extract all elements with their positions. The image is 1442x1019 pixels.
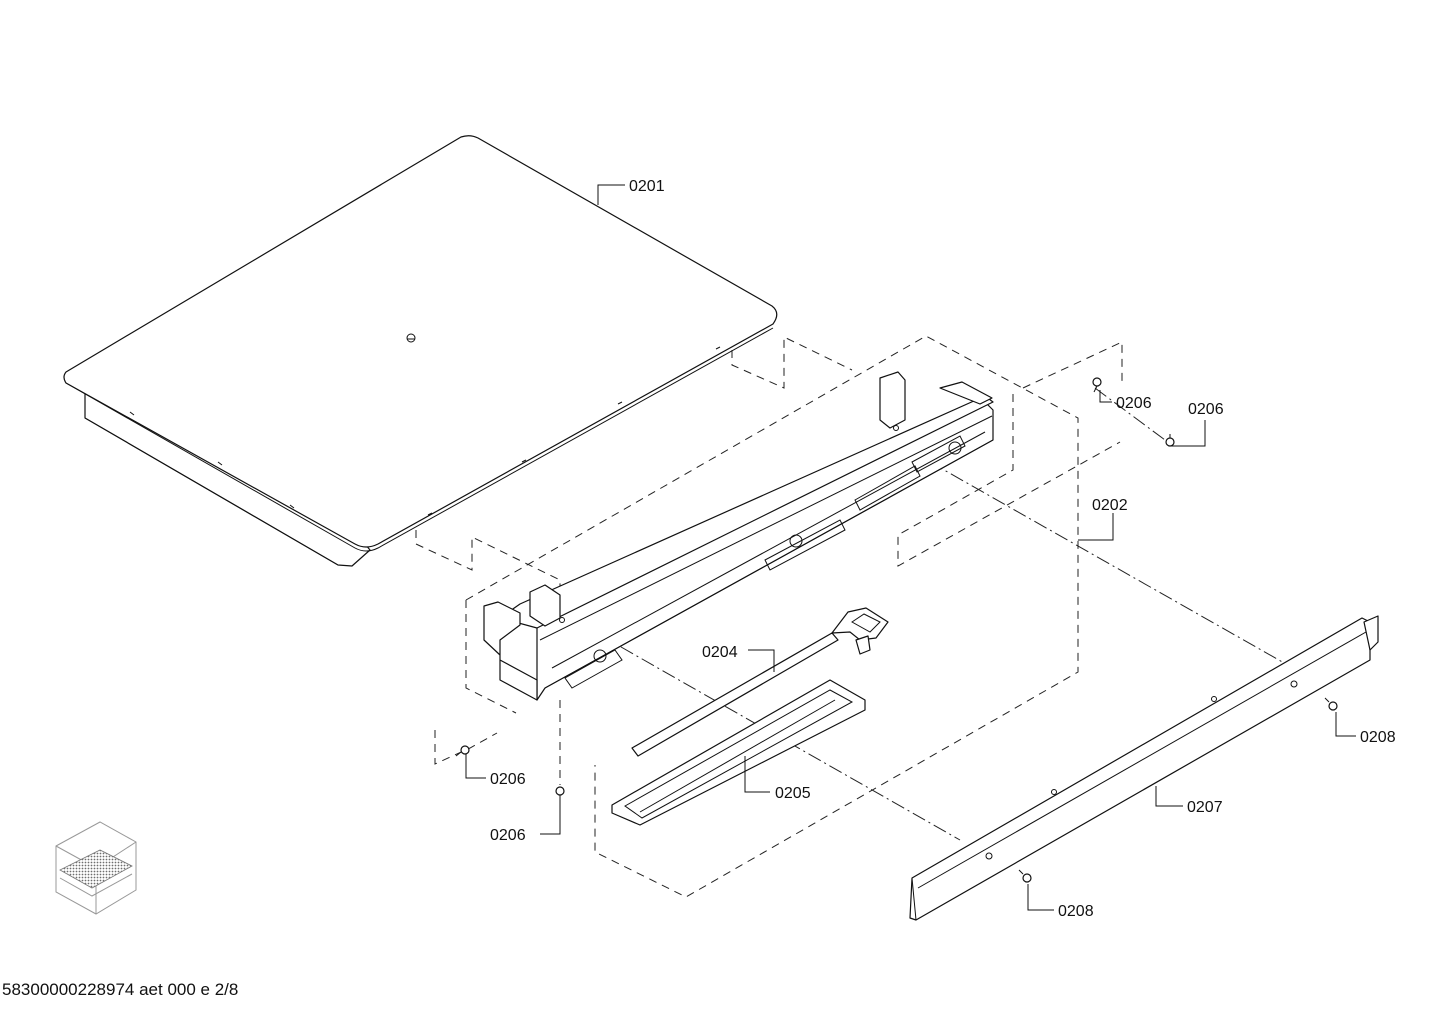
screw-icon [1092, 377, 1102, 393]
callout-0201: 0201 [629, 178, 665, 195]
profile-strip-part [611, 679, 866, 826]
trim-strip-part [909, 615, 1379, 921]
orientation-cube-icon [55, 821, 137, 915]
sensor-cable-part [631, 607, 889, 757]
callout-leaders [465, 184, 1356, 911]
callout-0206-bottom: 0206 [490, 827, 526, 844]
callout-0202: 0202 [1092, 497, 1128, 514]
screw-icon [1165, 434, 1175, 447]
screw-icon [555, 786, 565, 800]
callout-0208-right: 0208 [1360, 729, 1396, 746]
callout-0206-upper-right: 0206 [1188, 401, 1224, 418]
callout-0204: 0204 [702, 644, 738, 661]
screw-icon [1018, 869, 1032, 883]
callout-0206-upper-left: 0206 [1116, 395, 1152, 412]
callout-0206-lower-left: 0206 [490, 771, 526, 788]
screw-icon [1324, 697, 1338, 711]
screw-icon [455, 745, 470, 757]
frame-rail-part [483, 371, 994, 701]
callout-0207: 0207 [1187, 799, 1223, 816]
cooktop-top-part [63, 135, 778, 567]
callout-0205: 0205 [775, 785, 811, 802]
document-id: 58300000228974 aet 000 e 2/8 [2, 980, 239, 999]
callout-0208-bottom: 0208 [1058, 903, 1094, 920]
